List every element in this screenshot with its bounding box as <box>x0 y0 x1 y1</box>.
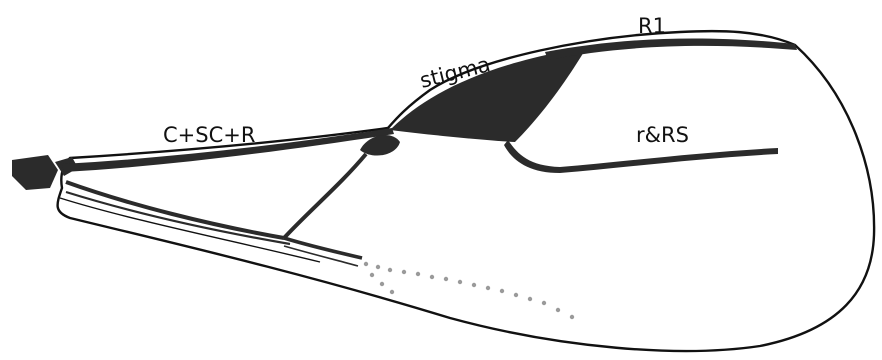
label-r-rs: r&RS <box>636 123 689 147</box>
posterior-vein <box>284 238 362 258</box>
dotted-vein-traces <box>364 262 574 319</box>
label-r1: R1 <box>638 14 666 38</box>
wing-inner-outline <box>60 198 320 262</box>
anal-vein-upper <box>66 182 284 238</box>
median-vein <box>284 154 366 238</box>
wing-base <box>12 155 58 190</box>
label-costal: C+SC+R <box>163 123 255 147</box>
anal-vein-lower <box>66 192 290 244</box>
